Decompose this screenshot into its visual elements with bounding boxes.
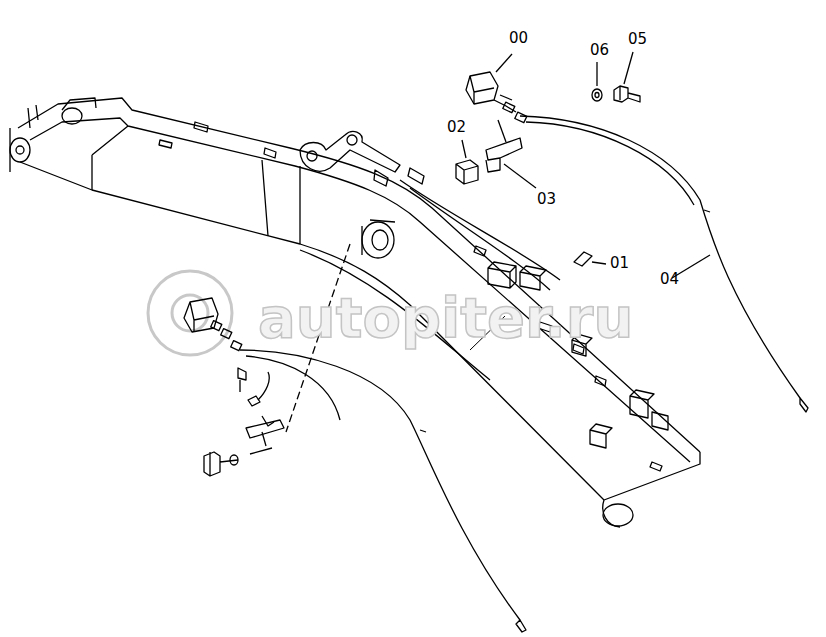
watermark: autopiter.ru: [258, 290, 633, 346]
callout-number: 03: [537, 192, 556, 207]
callout-number: 00: [509, 31, 528, 46]
callout-number: 01: [610, 256, 629, 271]
callout-number: 06: [590, 43, 609, 58]
callout-number: 04: [660, 272, 679, 287]
callout-number: 05: [628, 32, 647, 47]
callout-number: 02: [447, 120, 466, 135]
